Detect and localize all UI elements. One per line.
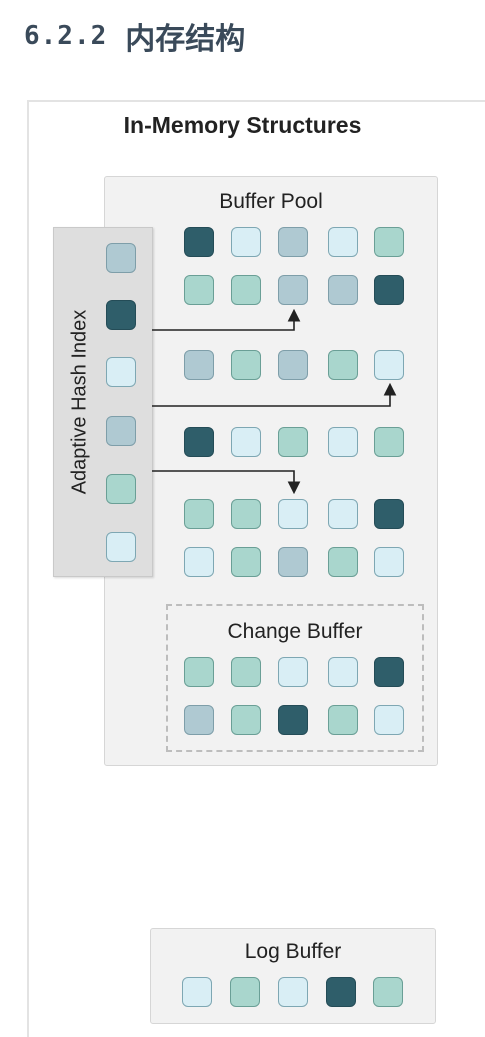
buffer-pool-page — [278, 227, 308, 257]
change-buffer-page — [278, 657, 308, 687]
buffer-pool-page — [374, 499, 404, 529]
buffer-pool-page — [231, 275, 261, 305]
diagram-frame — [27, 100, 485, 1037]
hash-index-entry — [106, 474, 136, 504]
change-buffer-box — [166, 604, 424, 752]
buffer-pool-page — [328, 427, 358, 457]
hash-index-entry — [106, 243, 136, 273]
buffer-pool-page — [184, 547, 214, 577]
log-buffer-entry — [182, 977, 212, 1007]
log-buffer-entry — [373, 977, 403, 1007]
change-buffer-page — [231, 657, 261, 687]
change-buffer-page — [374, 705, 404, 735]
log-buffer-box — [150, 928, 436, 1024]
buffer-pool-page — [184, 427, 214, 457]
section-title: 内存结构 — [125, 22, 246, 57]
buffer-pool-page — [374, 427, 404, 457]
buffer-pool-page — [231, 547, 261, 577]
buffer-pool-page — [374, 547, 404, 577]
buffer-pool-page — [278, 427, 308, 457]
log-buffer-entry — [230, 977, 260, 1007]
buffer-pool-page — [231, 350, 261, 380]
buffer-pool-page — [374, 350, 404, 380]
hash-index-entry — [106, 300, 136, 330]
buffer-pool-page — [231, 427, 261, 457]
section-heading: 6.2.2 内存结构 — [24, 14, 245, 58]
change-buffer-page — [231, 705, 261, 735]
hash-index-entry — [106, 357, 136, 387]
change-buffer-page — [328, 657, 358, 687]
buffer-pool-page — [278, 275, 308, 305]
change-buffer-page — [328, 705, 358, 735]
buffer-pool-page — [328, 350, 358, 380]
buffer-pool-page — [374, 275, 404, 305]
diagram-title: In-Memory Structures — [123, 112, 362, 138]
change-buffer-page — [374, 657, 404, 687]
buffer-pool-page — [328, 547, 358, 577]
hash-index-entry — [106, 416, 136, 446]
log-buffer-label: Log Buffer — [244, 940, 342, 963]
buffer-pool-page — [328, 499, 358, 529]
buffer-pool-page — [278, 499, 308, 529]
change-buffer-page — [278, 705, 308, 735]
buffer-pool-page — [184, 350, 214, 380]
buffer-pool-page — [231, 227, 261, 257]
buffer-pool-page — [328, 275, 358, 305]
buffer-pool-page — [184, 275, 214, 305]
adaptive-hash-index-box — [53, 227, 153, 577]
change-buffer-label: Change Buffer — [227, 620, 363, 643]
buffer-pool-page — [231, 499, 261, 529]
log-buffer-entry — [278, 977, 308, 1007]
buffer-pool-page — [278, 547, 308, 577]
buffer-pool-label: Buffer Pool — [219, 190, 323, 213]
buffer-pool-page — [374, 227, 404, 257]
change-buffer-page — [184, 705, 214, 735]
arrow-ahi-3 — [152, 470, 301, 495]
arrow-ahi-2 — [152, 382, 397, 407]
hash-index-entry — [106, 532, 136, 562]
arrow-ahi-1 — [152, 308, 301, 331]
buffer-pool-page — [184, 499, 214, 529]
log-buffer-entry — [326, 977, 356, 1007]
buffer-pool-page — [328, 227, 358, 257]
buffer-pool-page — [184, 227, 214, 257]
buffer-pool-page — [278, 350, 308, 380]
change-buffer-page — [184, 657, 214, 687]
section-number: 6.2.2 — [24, 21, 108, 51]
